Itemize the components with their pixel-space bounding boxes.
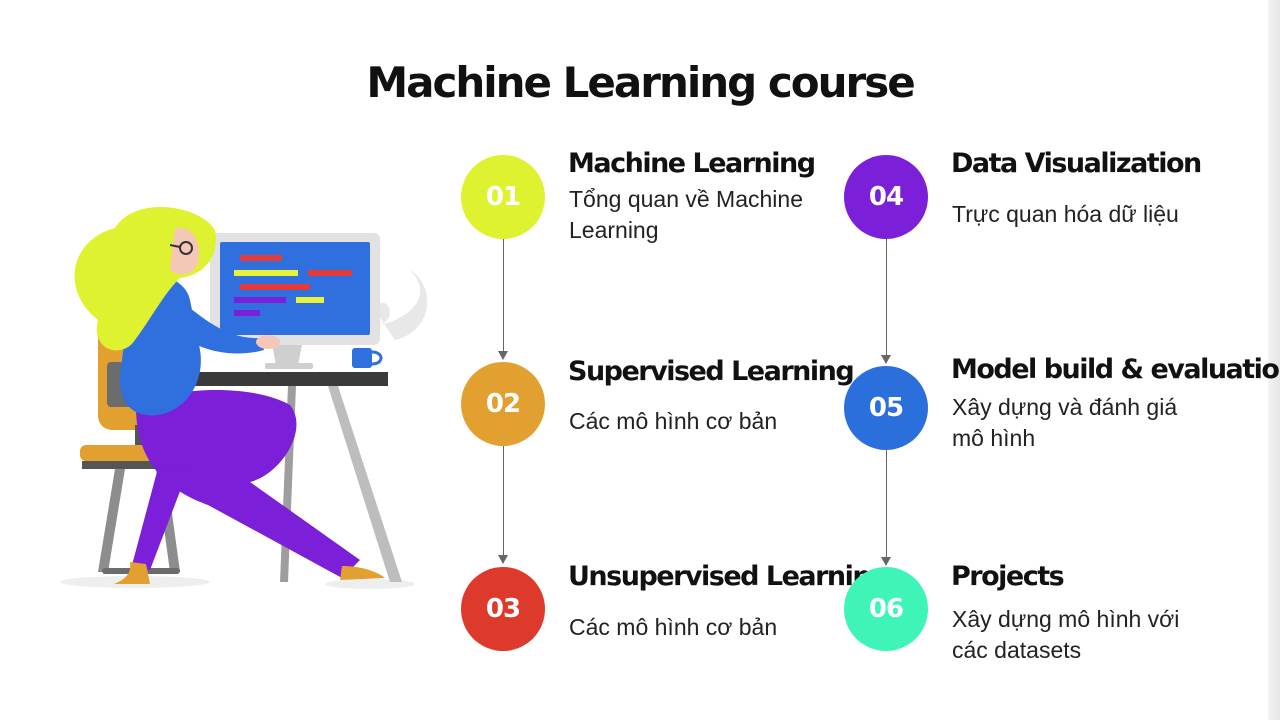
connector-line-05-06 xyxy=(886,450,887,558)
step-description: Trực quan hóa dữ liệu xyxy=(952,201,1179,227)
connector-arrow-04-05 xyxy=(881,355,891,364)
step-title: Data Visualization xyxy=(951,148,1202,179)
step-circle-01: 01 xyxy=(461,155,545,239)
step-circle-05: 05 xyxy=(844,366,928,450)
step-title: Supervised Learning xyxy=(568,356,855,387)
step-number: 04 xyxy=(868,182,904,212)
step-description: Các mô hình cơ bản xyxy=(569,408,778,434)
step-circle-03: 03 xyxy=(461,567,545,651)
person-at-computer-illustration xyxy=(60,207,428,589)
step-title: Model build & evaluation xyxy=(951,354,1280,385)
step-title: Machine Learning xyxy=(568,148,816,179)
step-circle-02: 02 xyxy=(461,362,545,446)
connector-arrow-05-06 xyxy=(881,557,891,566)
connector-line-02-03 xyxy=(503,446,504,556)
step-title: Unsupervised Learning xyxy=(568,561,889,592)
step-number: 01 xyxy=(485,182,521,212)
page-title: Machine Learning course xyxy=(366,58,915,107)
step-circle-06: 06 xyxy=(844,567,928,651)
step-description: Xây dựng mô hình với các datasets xyxy=(952,606,1180,663)
connector-line-01-02 xyxy=(503,238,504,352)
step-title: Projects xyxy=(951,561,1065,592)
step-description: Các mô hình cơ bản xyxy=(569,614,778,640)
step-number: 03 xyxy=(485,594,521,624)
connector-arrow-01-02 xyxy=(498,351,508,360)
step-description: Xây dựng và đánh giá mô hình xyxy=(952,394,1178,451)
step-number: 05 xyxy=(868,393,904,423)
step-circle-04: 04 xyxy=(844,155,928,239)
slide-edge xyxy=(1268,0,1280,720)
step-number: 06 xyxy=(868,594,904,624)
step-description: Tổng quan về Machine Learning xyxy=(569,186,803,243)
connector-line-04-05 xyxy=(886,238,887,356)
connector-arrow-02-03 xyxy=(498,555,508,564)
step-number: 02 xyxy=(485,389,521,419)
